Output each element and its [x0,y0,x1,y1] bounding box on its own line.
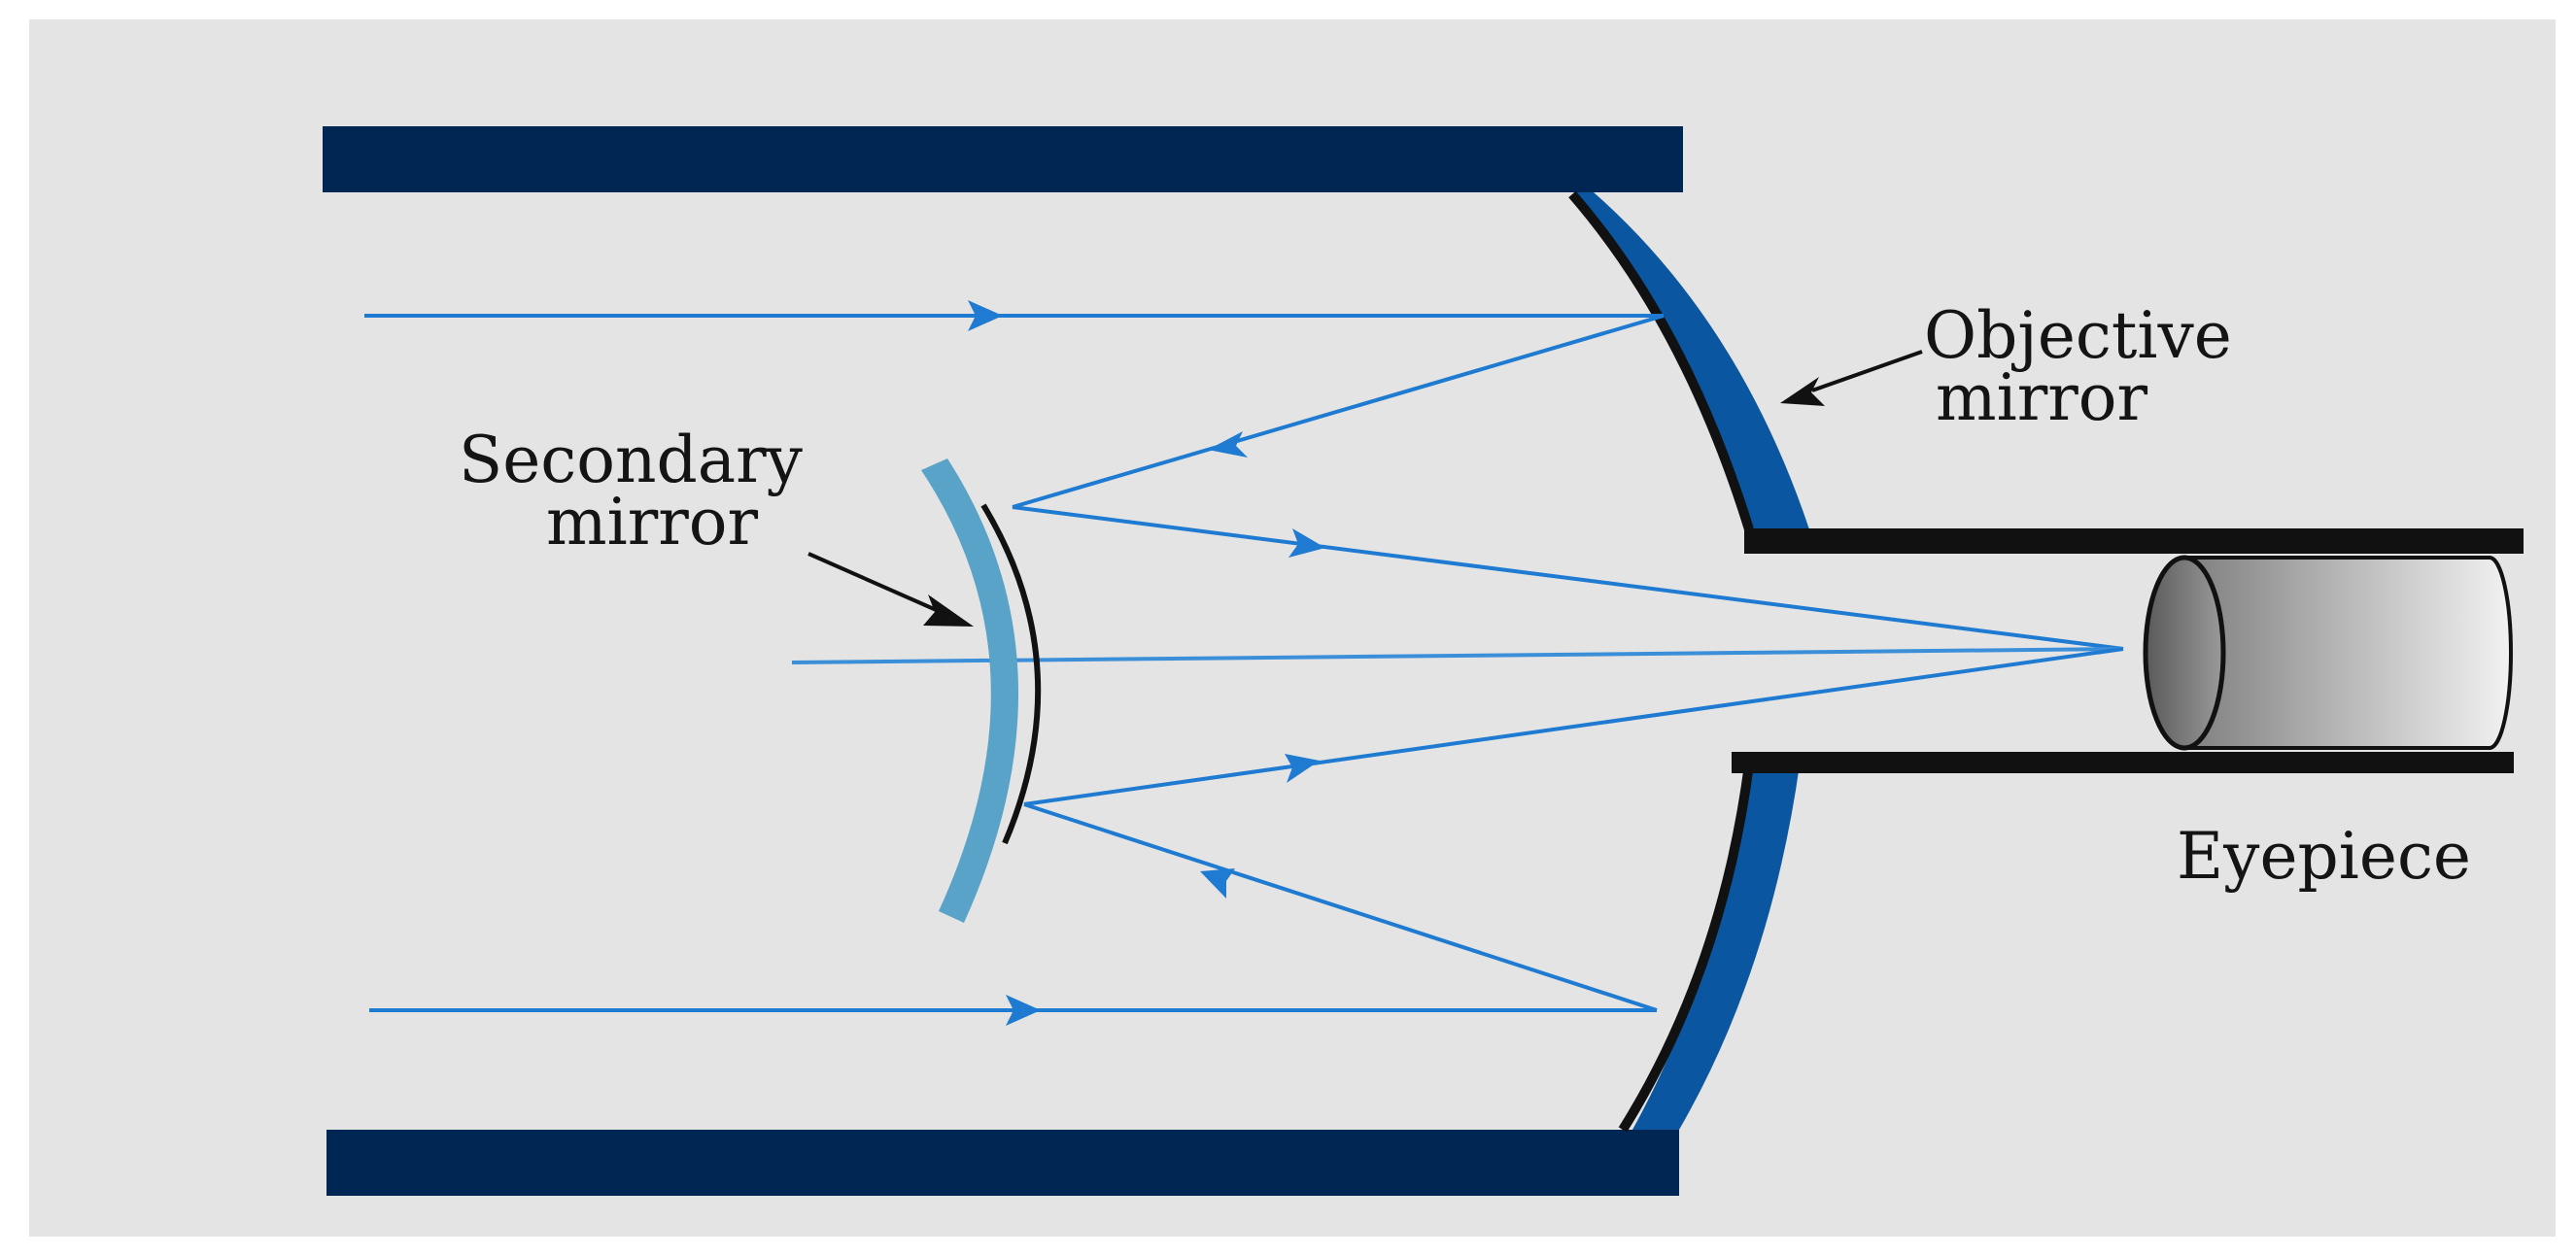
arrow-converging-bottom [1285,754,1320,783]
eyepiece [2143,555,2513,751]
secondary-mirror-leader-arrowhead [923,594,974,627]
reflected-ray-top [1012,314,1665,509]
converging-ray-bottom [1023,647,2124,806]
arrow-incoming-top [968,300,1003,331]
objective-mirror-backing-upper [1568,190,1754,531]
objective-mirror-label: Objective mirror [1924,298,2232,435]
secondary-mirror-label-line-2: mirror [546,485,759,560]
objective-mirror-backing-lower [1618,764,1754,1133]
reflected-ray-bottom [1023,802,1658,1012]
objective-mirror-leader [1811,350,1923,392]
secondary-mirror-label: Secondary mirror [459,423,803,560]
ray-arrows [968,300,1325,1026]
eyepiece-tube-top-rail [1744,528,2524,554]
diagram-background [29,19,2556,1237]
secondary-mirror [921,458,1019,923]
arrow-reflected-top [1208,431,1248,458]
eyepiece-tube-bottom-rail [1732,752,2514,773]
secondary-mirror-leader [807,552,942,614]
secondary-mirror-label-line-1: Secondary [459,423,803,497]
eyepiece-label: Eyepiece [2177,819,2471,894]
secondary-mirror-backing [980,503,1042,845]
arrow-converging-top [1288,528,1325,558]
arrow-reflected-bottom [1200,868,1235,899]
objective-mirror-lower [1632,764,1800,1130]
tube-top-wall [323,126,1683,192]
objective-mirror-label-line-2: mirror [1936,360,2148,435]
objective-mirror-label-line-1: Objective [1924,298,2232,373]
arrow-incoming-bottom [1006,995,1041,1026]
objective-mirror-upper [1574,192,1809,529]
light-rays [364,314,2124,1012]
objective-mirror-leader-arrowhead [1780,377,1825,406]
tube-bottom-wall [326,1130,1679,1196]
converging-ray-top [1012,505,2124,651]
label-leaders [807,350,1923,627]
